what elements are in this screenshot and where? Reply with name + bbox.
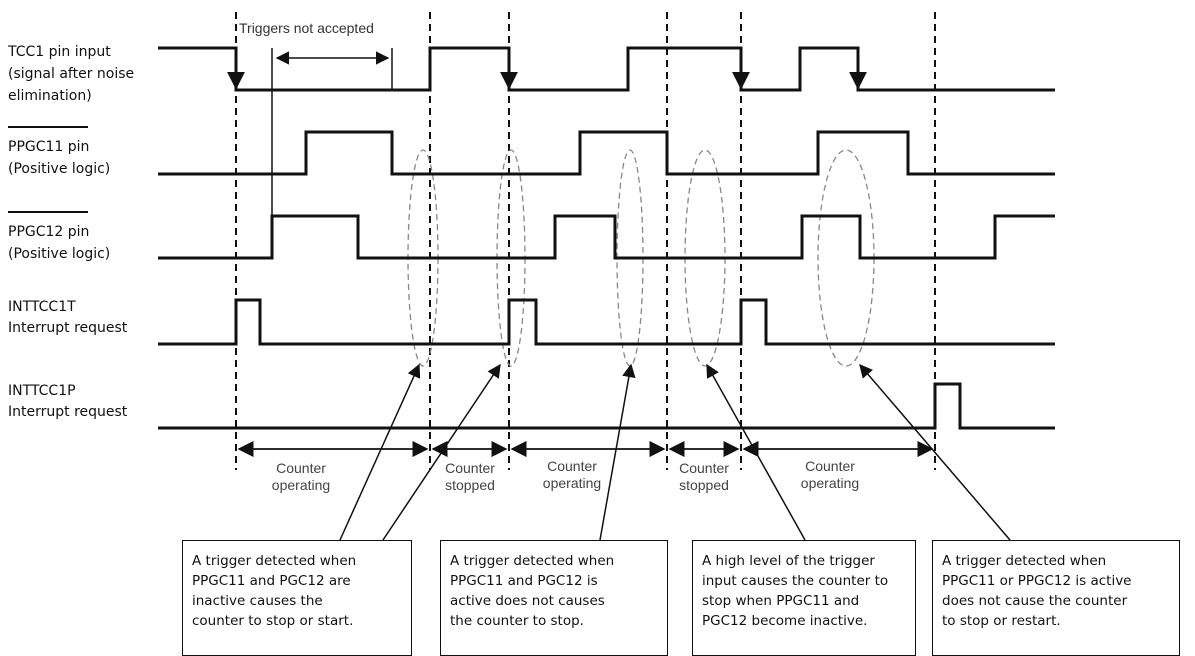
inttcc1t-label-line2: Interrupt request	[8, 320, 128, 336]
phase-label-1-line2: operating	[271, 477, 331, 493]
triggers-not-accepted-label: Triggers not accepted	[239, 20, 374, 36]
ppgc11-waveform	[158, 130, 1055, 176]
callout-arrow-2	[382, 363, 501, 541]
callout-arrow-5	[859, 363, 1011, 541]
ppgc12-label-line2: (Positive logic)	[8, 246, 111, 262]
note-box-4: A trigger detected when PPGC11 or PPGC12…	[932, 540, 1180, 656]
tcc1-waveform	[158, 46, 1055, 92]
tcc1-label-line2: (signal after noise	[8, 66, 135, 82]
phase-label-3: Counter operating	[512, 458, 632, 492]
inttcc1t-waveform	[158, 298, 1055, 346]
phase-label-4-line2: stopped	[679, 477, 729, 493]
phase-label-4-line1: Counter	[679, 460, 729, 476]
inttcc1p-waveform	[158, 382, 1055, 430]
phase-label-3-line2: operating	[542, 475, 602, 491]
note-box-3: A high level of the trigger input causes…	[692, 540, 916, 656]
callout-arrow-1	[339, 363, 421, 541]
ppgc11-label-line2: (Positive logic)	[8, 161, 111, 177]
phase-label-2: Counter stopped	[432, 460, 508, 494]
phase-label-3-line1: Counter	[547, 458, 597, 474]
ppgc12-waveform	[158, 214, 1055, 260]
inttcc1p-label-line1: INTTCC1P	[8, 383, 76, 399]
ppgc11-label-line1: PPGC11 pin	[8, 139, 90, 155]
phase-label-2-line1: Counter	[445, 460, 495, 476]
note-box-1: A trigger detected when PPGC11 and PGC12…	[182, 540, 412, 656]
phase-label-5-line1: Counter	[805, 458, 855, 474]
callout-arrow-3	[599, 363, 636, 541]
ppgc12-label-line1: PPGC12 pin	[8, 224, 90, 240]
ppgc11-overbar	[8, 126, 88, 128]
phase-label-5: Counter operating	[770, 458, 890, 492]
phase-label-1: Counter operating	[246, 460, 356, 494]
ppgc12-overbar	[8, 211, 88, 213]
tcc1-label-line1: TCC1 pin input	[8, 44, 111, 60]
note-box-2: A trigger detected when PPGC11 and PGC12…	[440, 540, 668, 656]
phase-label-4: Counter stopped	[664, 460, 744, 494]
tcc1-label-line3: elimination)	[8, 88, 92, 104]
phase-label-2-line2: stopped	[445, 477, 495, 493]
inttcc1t-label-line1: INTTCC1T	[8, 299, 76, 315]
inttcc1p-label-line2: Interrupt request	[8, 404, 128, 420]
phase-label-1-line1: Counter	[276, 460, 326, 476]
phase-label-5-line2: operating	[800, 475, 860, 491]
callout-arrow-4	[706, 363, 806, 541]
